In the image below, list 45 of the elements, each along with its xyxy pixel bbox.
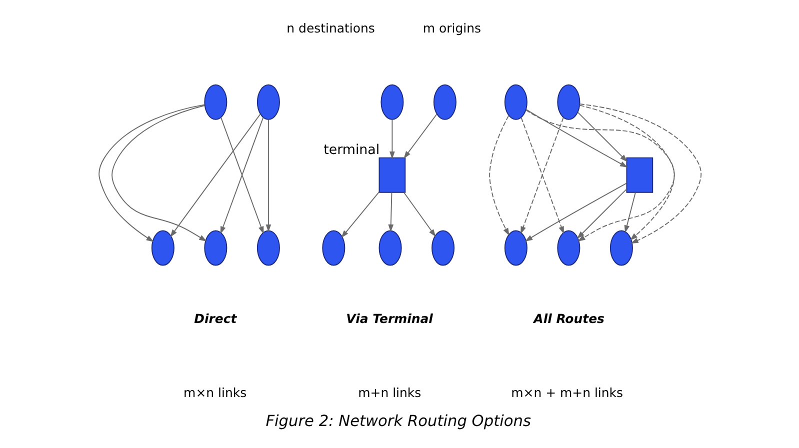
node-label: terminal bbox=[323, 143, 380, 158]
arrow bbox=[265, 119, 271, 232]
node-ellipse bbox=[431, 230, 454, 266]
node-ellipse bbox=[204, 230, 227, 266]
label: m+n links bbox=[358, 385, 421, 400]
arrow bbox=[403, 192, 436, 237]
node-ellipse bbox=[378, 230, 402, 266]
arrow bbox=[577, 112, 628, 162]
node-ellipse bbox=[556, 230, 580, 266]
arrow bbox=[403, 114, 437, 159]
node-ellipse bbox=[556, 84, 580, 120]
label: Via Terminal bbox=[346, 311, 432, 326]
node-box bbox=[626, 157, 653, 193]
arrow bbox=[577, 104, 674, 242]
arrow bbox=[488, 115, 509, 236]
arrow bbox=[388, 192, 394, 232]
arrow bbox=[578, 104, 702, 244]
label: All Routes bbox=[533, 311, 604, 326]
label: m×n links bbox=[183, 385, 246, 400]
node-ellipse bbox=[380, 84, 404, 120]
arrow bbox=[525, 108, 628, 168]
node-ellipse bbox=[322, 230, 345, 266]
label: m×n + m+n links bbox=[510, 385, 623, 400]
node-ellipse bbox=[504, 230, 527, 266]
arrow bbox=[624, 192, 636, 234]
node-ellipse bbox=[204, 84, 227, 120]
node-ellipse bbox=[256, 84, 280, 120]
label: m origins bbox=[422, 20, 480, 36]
node-box bbox=[378, 157, 406, 193]
label: n destinations bbox=[286, 20, 374, 36]
arrow bbox=[520, 116, 564, 234]
arrow bbox=[524, 109, 674, 240]
node-ellipse bbox=[609, 230, 632, 266]
arrow bbox=[524, 182, 626, 242]
node-ellipse bbox=[504, 84, 527, 120]
caption: Figure 2: Network Routing Options bbox=[265, 412, 530, 430]
arrow bbox=[576, 188, 627, 239]
arrow bbox=[340, 191, 380, 238]
arrow bbox=[389, 119, 394, 160]
node-ellipse bbox=[150, 230, 174, 266]
node-ellipse bbox=[256, 230, 280, 266]
node-ellipse bbox=[432, 84, 456, 120]
arrow bbox=[170, 114, 260, 238]
arrow bbox=[220, 116, 264, 234]
label: Direct bbox=[194, 311, 236, 326]
